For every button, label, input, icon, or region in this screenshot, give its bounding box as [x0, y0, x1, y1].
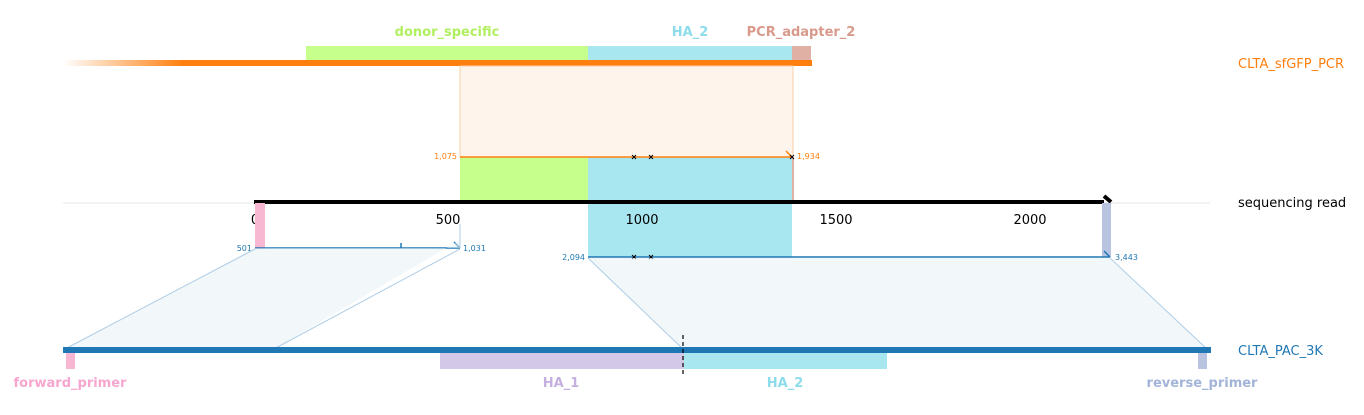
top-track-name: CLTA_sfGFP_PCR — [1238, 57, 1344, 72]
top-alignment-start: 1,075 — [434, 152, 457, 161]
feature-label-ha2-top: HA_2 — [672, 25, 709, 40]
bottom-track-name: CLTA_PAC_3K — [1238, 344, 1323, 359]
tick-label-500: 500 — [436, 213, 461, 228]
top-projection-region — [459, 65, 794, 158]
read-forward-primer — [255, 203, 265, 249]
feature-label-reverse-primer: reverse_primer — [1147, 376, 1259, 391]
read-name: sequencing read — [1238, 196, 1346, 211]
feature-pcr-adapter-2 — [792, 46, 811, 61]
feature-forward-primer — [66, 352, 75, 369]
projection-edge-2b — [1109, 257, 1209, 351]
aligned-ha2 — [588, 157, 792, 257]
feature-label-pcr-adapter-2: PCR_adapter_2 — [747, 25, 856, 40]
projection-edge-2a — [587, 257, 685, 351]
projection-edge-1a — [62, 248, 256, 351]
bottom-alignment-2-start: 2,094 — [562, 253, 585, 262]
feature-donor-specific-top — [306, 46, 588, 61]
top-alignment-end: 1,934 — [797, 152, 820, 161]
feature-ha2-bottom — [684, 352, 887, 369]
aligned-donor-specific — [460, 157, 588, 202]
aligned-pcr-adapter — [792, 157, 794, 202]
top-track-fade — [63, 60, 183, 66]
tick-label-1000: 1000 — [625, 213, 658, 228]
tick-label-1500: 1500 — [819, 213, 852, 228]
projection-polygon-1 — [63, 240, 460, 350]
tick-label-2000: 2000 — [1013, 213, 1046, 228]
feature-label-ha2-bottom: HA_2 — [767, 376, 804, 391]
top-track-bar — [183, 60, 812, 66]
feature-label-ha1: HA_1 — [543, 376, 580, 391]
projection-polygon-2 — [588, 258, 1208, 350]
feature-label-forward-primer: forward_primer — [14, 376, 128, 391]
bottom-alignment-1-start: 501 — [237, 244, 252, 253]
bottom-alignment-2-end: 3,443 — [1115, 253, 1138, 262]
read-reverse-primer — [1102, 203, 1111, 257]
bottom-alignment-2-arrowhead — [1103, 250, 1111, 258]
bottom-track-bar — [63, 347, 1211, 353]
feature-ha2-top — [588, 46, 792, 61]
feature-ha1 — [440, 352, 684, 369]
bottom-alignment-1-end: 1,031 — [463, 244, 486, 253]
feature-label-donor-specific: donor_specific — [395, 25, 500, 40]
read-axis-arrowhead — [1102, 194, 1113, 204]
feature-reverse-primer — [1198, 352, 1207, 369]
top-mismatch-marks — [631, 154, 795, 160]
projection-edge-1b — [271, 248, 461, 351]
